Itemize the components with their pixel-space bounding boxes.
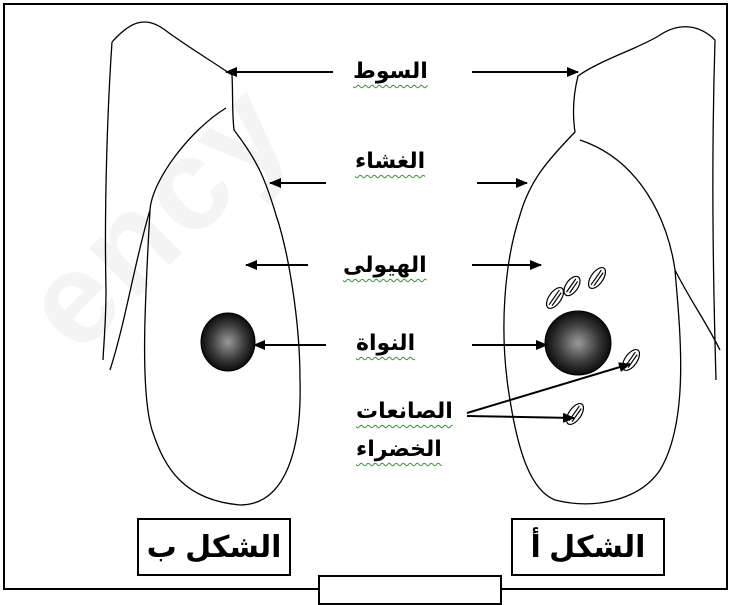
figure-b-box: الشكل ب bbox=[137, 518, 291, 576]
arrow-chloroplast-lower bbox=[467, 416, 574, 418]
label-flagellum: السوط bbox=[353, 58, 428, 84]
figure-a-box: الشكل أ bbox=[511, 518, 665, 576]
label-chloroplasts-line2: الخضراء bbox=[356, 436, 442, 462]
label-nucleus: النواة bbox=[356, 330, 415, 356]
left-cell bbox=[103, 22, 300, 505]
arrow-chloroplast-upper bbox=[467, 364, 630, 413]
chloroplast-1 bbox=[543, 285, 567, 312]
bottom-empty-box bbox=[318, 575, 502, 605]
chloroplast-4 bbox=[619, 347, 643, 374]
label-membrane: الغشاء bbox=[355, 148, 425, 174]
label-cytoplasm: الهيولى bbox=[343, 252, 427, 278]
chloroplast-2 bbox=[561, 274, 583, 299]
left-cell-outline bbox=[103, 22, 300, 505]
right-nucleus bbox=[545, 311, 611, 375]
left-nucleus bbox=[201, 313, 255, 371]
chloroplast-3 bbox=[585, 265, 609, 292]
chloroplast-5 bbox=[563, 401, 587, 428]
label-chloroplasts-line1: الصانعات bbox=[356, 398, 453, 424]
